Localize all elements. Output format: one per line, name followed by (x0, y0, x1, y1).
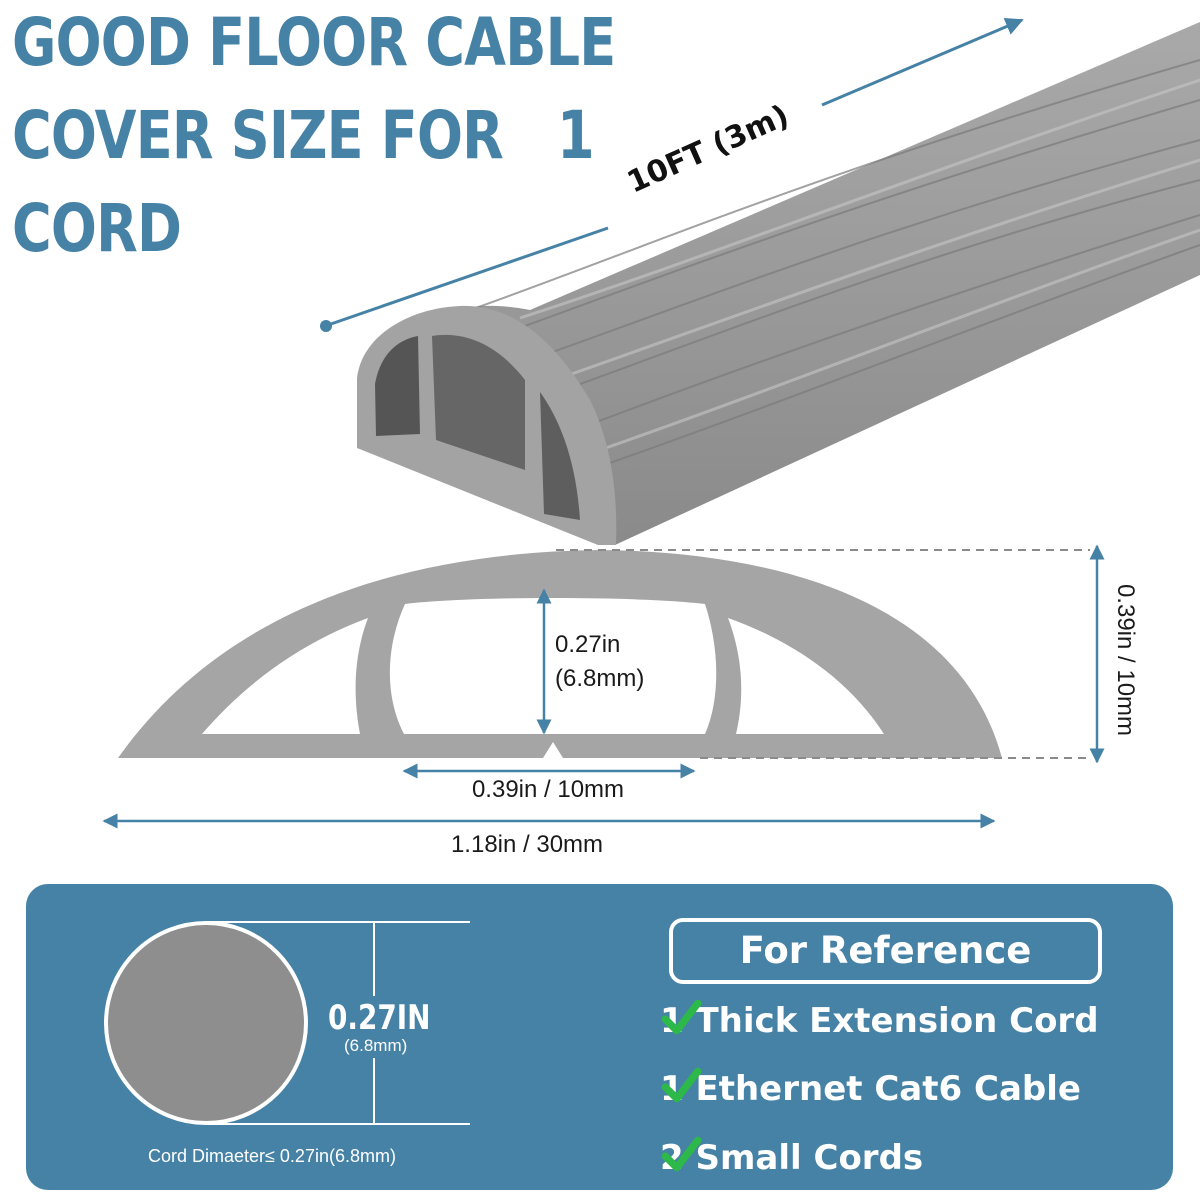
inner-width-dimension: 0.39in / 10mm (402, 763, 696, 803)
checkmark-icon (661, 999, 702, 1035)
reference-item: 2 Small Cords (660, 1133, 1170, 1183)
reference-item-label: 2 Small Cords (660, 1138, 924, 1178)
inner-height-mm-label: (6.8mm) (555, 665, 644, 692)
total-height-dimension: 0.39in / 10mm (1089, 544, 1139, 764)
total-height-label: 0.39in / 10mm (1112, 584, 1139, 736)
reference-item-label: 1 Ethernet Cat6 Cable (660, 1069, 1081, 1109)
title-line-1: GOOD FLOOR CABLE (12, 4, 616, 81)
checkmark-icon (661, 1136, 702, 1172)
title-line-3: CORD (12, 190, 182, 267)
cable-cover-3d (357, 22, 1200, 545)
total-width-dimension: 1.18in / 30mm (102, 813, 996, 858)
inner-height-label: 0.27in (555, 631, 620, 658)
inner-width-label: 0.39in / 10mm (472, 776, 624, 803)
product-drawing: 10FT (3m) (102, 18, 1200, 858)
reference-item: 1 Thick Extension Cord (660, 996, 1170, 1046)
reference-item: 1 Ethernet Cat6 Cable (660, 1064, 1170, 1114)
total-width-label: 1.18in / 30mm (451, 831, 603, 858)
reference-item-label: 1 Thick Extension Cord (660, 1001, 1099, 1041)
cable-cover-profile (118, 550, 1002, 758)
cord-diameter-in-label: 0.27IN (328, 998, 431, 1038)
cord-diameter-mm-label: (6.8mm) (344, 1036, 408, 1055)
reference-title: For Reference (669, 918, 1102, 984)
length-label: 10FT (3m) (622, 98, 794, 200)
cord-diameter-caption: Cord Dimaeter≤ 0.27in(6.8mm) (148, 1146, 396, 1166)
inner-height-dimension: 0.27in (6.8mm) (536, 588, 644, 735)
checkmark-icon (661, 1067, 702, 1103)
title-line-2: COVER SIZE FOR 1 (12, 97, 595, 174)
